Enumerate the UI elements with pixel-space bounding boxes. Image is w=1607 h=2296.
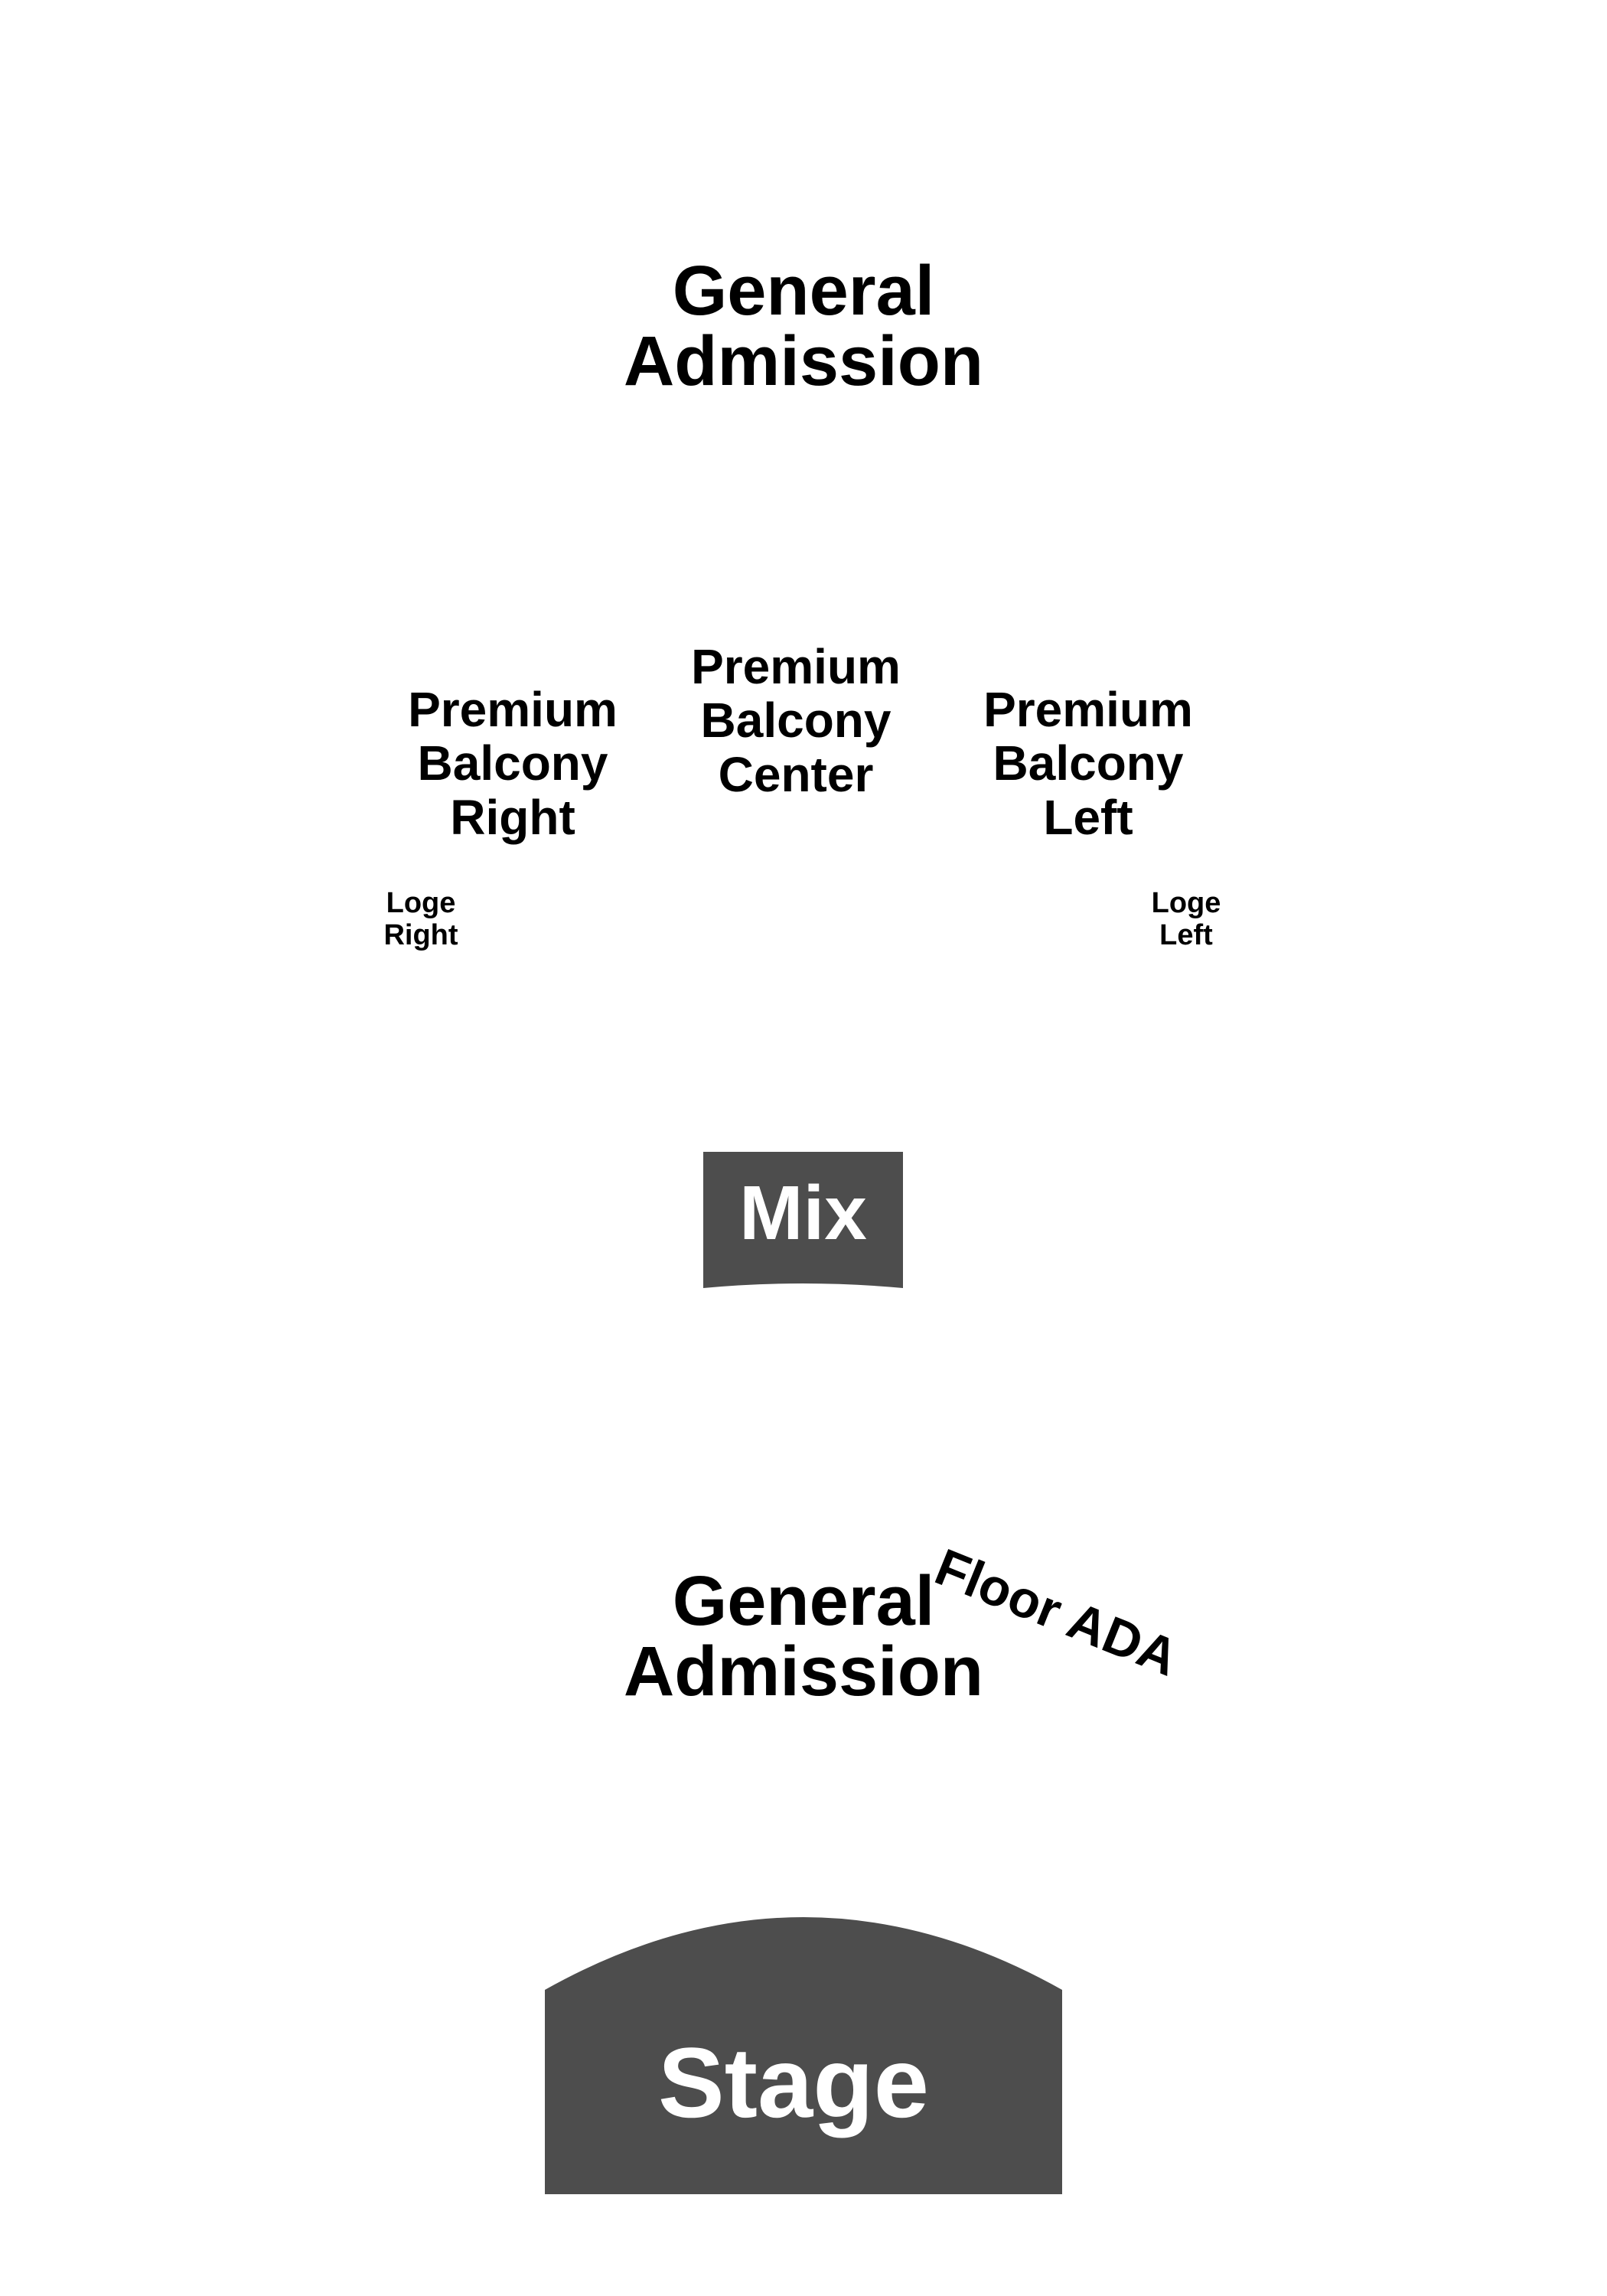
- section-label-line: General: [672, 252, 935, 330]
- mix-booth-shape: [703, 1152, 903, 1288]
- section-label-line: Loge: [386, 887, 456, 919]
- section-label-line: Loge: [1151, 887, 1221, 919]
- stage-label: Stage: [657, 2027, 929, 2138]
- section-label-line: Premium: [983, 682, 1193, 737]
- section-general-admission-upper[interactable]: General Admission: [597, 256, 1010, 396]
- section-premium-balcony-left[interactable]: Premium Balcony Left: [958, 682, 1218, 845]
- mix-booth-fill: [703, 1152, 903, 1288]
- section-label-line: Balcony: [700, 693, 892, 748]
- section-label-line: Premium: [691, 639, 901, 694]
- section-loge-left[interactable]: Loge Left: [1102, 887, 1270, 952]
- section-label-line: Right: [383, 918, 458, 951]
- section-loge-right[interactable]: Loge Right: [337, 887, 505, 952]
- section-general-admission-floor[interactable]: General Admission: [597, 1566, 1010, 1707]
- section-label-line: Balcony: [993, 735, 1184, 791]
- section-label-line: Left: [1043, 789, 1133, 845]
- section-premium-balcony-center[interactable]: Premium Balcony Center: [666, 639, 926, 802]
- section-label-line: Admission: [623, 1632, 984, 1711]
- section-label-line: Premium: [408, 682, 618, 737]
- section-label-line: Left: [1159, 918, 1213, 951]
- section-label-line: Center: [718, 746, 874, 802]
- section-premium-balcony-right[interactable]: Premium Balcony Right: [383, 682, 643, 845]
- section-label-line: Right: [450, 789, 575, 845]
- stage-fill: [545, 1917, 1062, 2194]
- section-label-line: Balcony: [417, 735, 608, 791]
- section-label-line: General: [672, 1562, 935, 1640]
- section-label-line: Admission: [623, 322, 984, 400]
- stage-shape: [545, 1917, 1062, 2194]
- mix-label: Mix: [739, 1170, 867, 1256]
